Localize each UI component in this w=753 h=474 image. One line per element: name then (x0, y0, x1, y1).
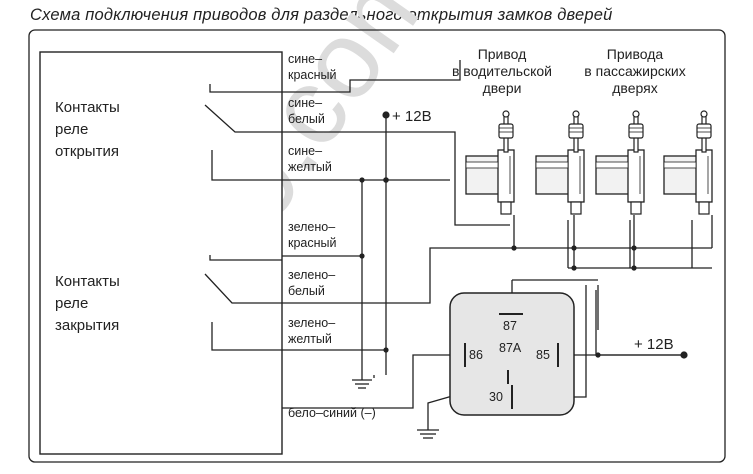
alarm-unit-box (39, 51, 283, 455)
diagram-title: Схема подключения приводов для раздельно… (30, 6, 613, 24)
passenger-actuator-icon-1 (535, 110, 585, 215)
close-relay-label-1: Контакты (55, 273, 120, 290)
power-right-label: + 12В (634, 336, 674, 353)
relay-block (449, 292, 575, 416)
pin-86-label: 86 (469, 348, 483, 362)
wiring (282, 60, 713, 430)
open-relay-label-2: реле (55, 121, 88, 138)
power-top-label: + 12В (392, 108, 432, 125)
wire-label-white-blue: бело–синий (–) (288, 406, 376, 420)
wire-label-green-white: зелено–белый (288, 268, 335, 298)
relay-contacts (204, 84, 282, 351)
pin-87-label: 87 (503, 319, 517, 333)
pin-87a-label: 87A (499, 341, 522, 355)
junctions (359, 111, 688, 359)
ground-symbols (352, 375, 439, 439)
wire-label-blue-white: сине–белый (288, 96, 325, 126)
wire-label-blue-red: сине–красный (288, 52, 337, 82)
open-relay-label-1: Контакты (55, 99, 120, 116)
wire-label-blue-yellow: сине–желтый (288, 144, 332, 174)
wire-label-green-red: зелено–красный (288, 220, 337, 250)
passenger-actuator-icon-2 (595, 110, 645, 215)
close-relay-label-3: закрытия (55, 317, 119, 334)
pin-30-label: 30 (489, 390, 503, 404)
open-relay-label-3: открытия (55, 143, 119, 160)
pin-85-label: 85 (536, 348, 550, 362)
relay-pins (464, 313, 559, 409)
wire-label-green-yellow: зелено–желтый (288, 316, 335, 346)
passenger-actuator-icon-3 (663, 110, 713, 215)
close-relay-label-2: реле (55, 295, 88, 312)
driver-actuator-icon (465, 110, 515, 215)
outer-frame (28, 29, 726, 463)
